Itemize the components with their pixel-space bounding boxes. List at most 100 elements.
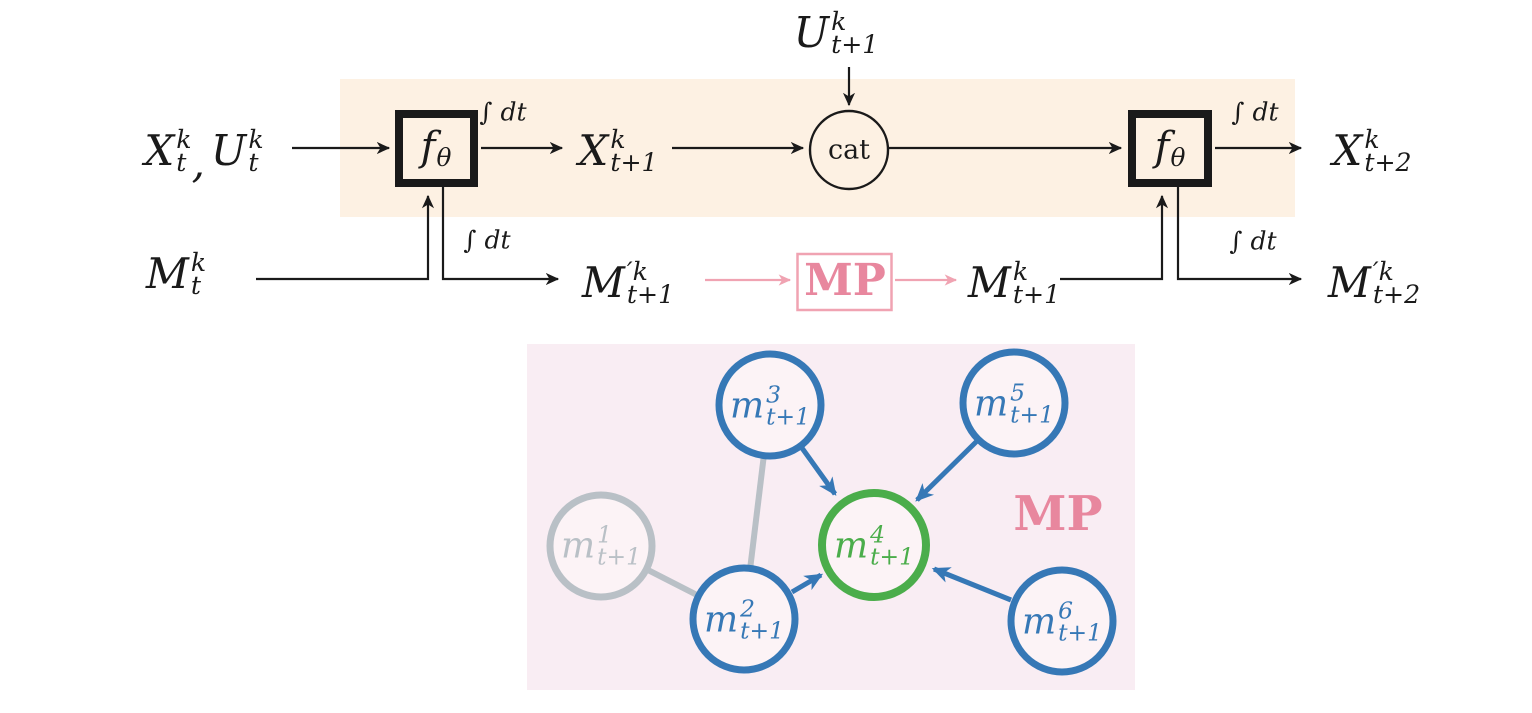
mpt1-scripts: ′k t+1 <box>626 256 675 309</box>
mt1-base: M <box>967 258 1011 307</box>
x-scripts: k t <box>176 124 192 177</box>
m6-sup: 6 <box>1058 596 1074 625</box>
label-int-dt-3: ∫ dt <box>463 225 511 255</box>
m6-scripts: 6 t+1 <box>1058 596 1103 646</box>
m6-base: m <box>1021 601 1057 642</box>
label-mp-box: MP <box>804 255 886 306</box>
f1-base: f <box>420 124 436 170</box>
m3-sub: t+1 <box>766 402 811 430</box>
m-base: M <box>145 249 189 298</box>
mpt2-sub: t+2 <box>1372 280 1421 309</box>
label-input-m: M k t <box>145 247 207 300</box>
label-x-t1: X k t+1 <box>578 124 658 177</box>
mt1-scripts: k t+1 <box>1012 256 1061 309</box>
comma: , <box>191 138 205 187</box>
node-m1-label: m 1 t+1 <box>560 520 642 570</box>
xt2-base: X <box>1332 126 1363 175</box>
m5-sup: 5 <box>1010 378 1026 407</box>
m-sup: k <box>190 247 207 277</box>
label-int-dt-2: ∫ dt <box>1231 97 1279 127</box>
arrow-mt1-into-f2 <box>1060 194 1169 281</box>
m4-sup: 4 <box>870 520 886 549</box>
mpt2-scripts: ′k t+2 <box>1372 256 1421 309</box>
m1-sub: t+1 <box>597 542 642 570</box>
ut1-sup: k <box>831 6 847 36</box>
node-m1-circle <box>546 491 656 601</box>
edge-m6-m4 <box>931 566 1012 603</box>
label-m-prime-t1: M ′k t+1 <box>581 256 675 309</box>
m1-sup: 1 <box>597 520 613 549</box>
label-f-theta-1: f θ <box>420 124 452 170</box>
m5-scripts: 5 t+1 <box>1010 378 1055 428</box>
f1-sub: θ <box>436 142 452 172</box>
m-scripts: k t <box>190 247 207 300</box>
m4-base: m <box>833 525 869 566</box>
label-m-t1: M k t+1 <box>967 256 1061 309</box>
mpt1-base: M <box>581 258 625 307</box>
u-scripts: k t <box>248 124 264 177</box>
m4-scripts: 4 t+1 <box>870 520 915 570</box>
flow-arrows <box>256 67 1303 286</box>
node-m5-label: m 5 t+1 <box>973 378 1055 428</box>
label-u-t1: U k t+1 <box>793 6 879 59</box>
m5-sub: t+1 <box>1010 400 1055 428</box>
m5-base: m <box>973 383 1009 424</box>
x-sup: k <box>176 124 192 154</box>
mpt2-base: M <box>1327 258 1371 307</box>
u-sup: k <box>248 124 264 154</box>
x-sub: t <box>176 148 187 177</box>
ut1-base: U <box>793 8 830 57</box>
m1-base: m <box>560 525 596 566</box>
xt2-sub: t+2 <box>1364 148 1412 177</box>
node-m5-circle <box>959 348 1069 458</box>
xt1-sub: t+1 <box>610 148 658 177</box>
label-x-t2: X k t+2 <box>1332 124 1412 177</box>
arrow-mt-into-f1 <box>256 194 435 281</box>
label-int-dt-4: ∫ dt <box>1229 226 1277 256</box>
node-m2-circle <box>689 564 799 674</box>
m3-sup: 3 <box>766 380 782 409</box>
f-theta-box-1 <box>395 110 478 187</box>
f2-base: f <box>1154 124 1170 170</box>
m4-sub: t+1 <box>870 542 915 570</box>
ut1-sub: t+1 <box>831 30 879 59</box>
m6-sub: t+1 <box>1058 618 1103 646</box>
panel-mp-label: MP <box>1013 486 1103 542</box>
label-cat: cat <box>827 134 871 166</box>
node-m3-circle <box>715 350 825 460</box>
m3-scripts: 3 t+1 <box>766 380 811 430</box>
node-m2-label: m 2 t+1 <box>704 594 785 644</box>
mt1-sup: k <box>1012 256 1029 286</box>
mpt2-sup: ′k <box>1372 256 1394 286</box>
u-base: U <box>210 126 247 175</box>
label-input-x-u: X k t , U k t <box>144 124 264 184</box>
edge-m2-m4 <box>790 572 824 595</box>
graph-blue-edges <box>790 439 1012 603</box>
label-int-dt-1: ∫ dt <box>479 97 527 127</box>
edge-m5-m4 <box>915 439 979 502</box>
xt2-scripts: k t+2 <box>1364 124 1412 177</box>
mt1-sub: t+1 <box>1012 280 1061 309</box>
node-m3-label: m 3 t+1 <box>730 380 811 430</box>
f2-sub: θ <box>1170 142 1186 172</box>
xt1-scripts: k t+1 <box>610 124 658 177</box>
m-sub: t <box>190 271 201 300</box>
node-m4-circle <box>818 489 930 601</box>
node-m4-label: m 4 t+1 <box>833 520 915 570</box>
u-sub: t <box>248 148 259 177</box>
m2-sup: 2 <box>740 594 756 623</box>
m2-sub: t+1 <box>740 616 785 644</box>
node-m6-circle <box>1007 566 1117 676</box>
xt1-sup: k <box>610 124 626 154</box>
xt2-sup: k <box>1364 124 1380 154</box>
mpt1-sub: t+1 <box>626 280 675 309</box>
arrow-f1-to-mprime-t1 <box>441 187 560 286</box>
f-theta-box-2 <box>1128 110 1212 187</box>
m1-scripts: 1 t+1 <box>597 520 642 570</box>
arrow-f2-to-mprime-t2 <box>1176 187 1303 286</box>
cat-node <box>808 109 890 191</box>
edge-m3-m4 <box>799 446 838 496</box>
mpt1-sup: ′k <box>626 256 648 286</box>
